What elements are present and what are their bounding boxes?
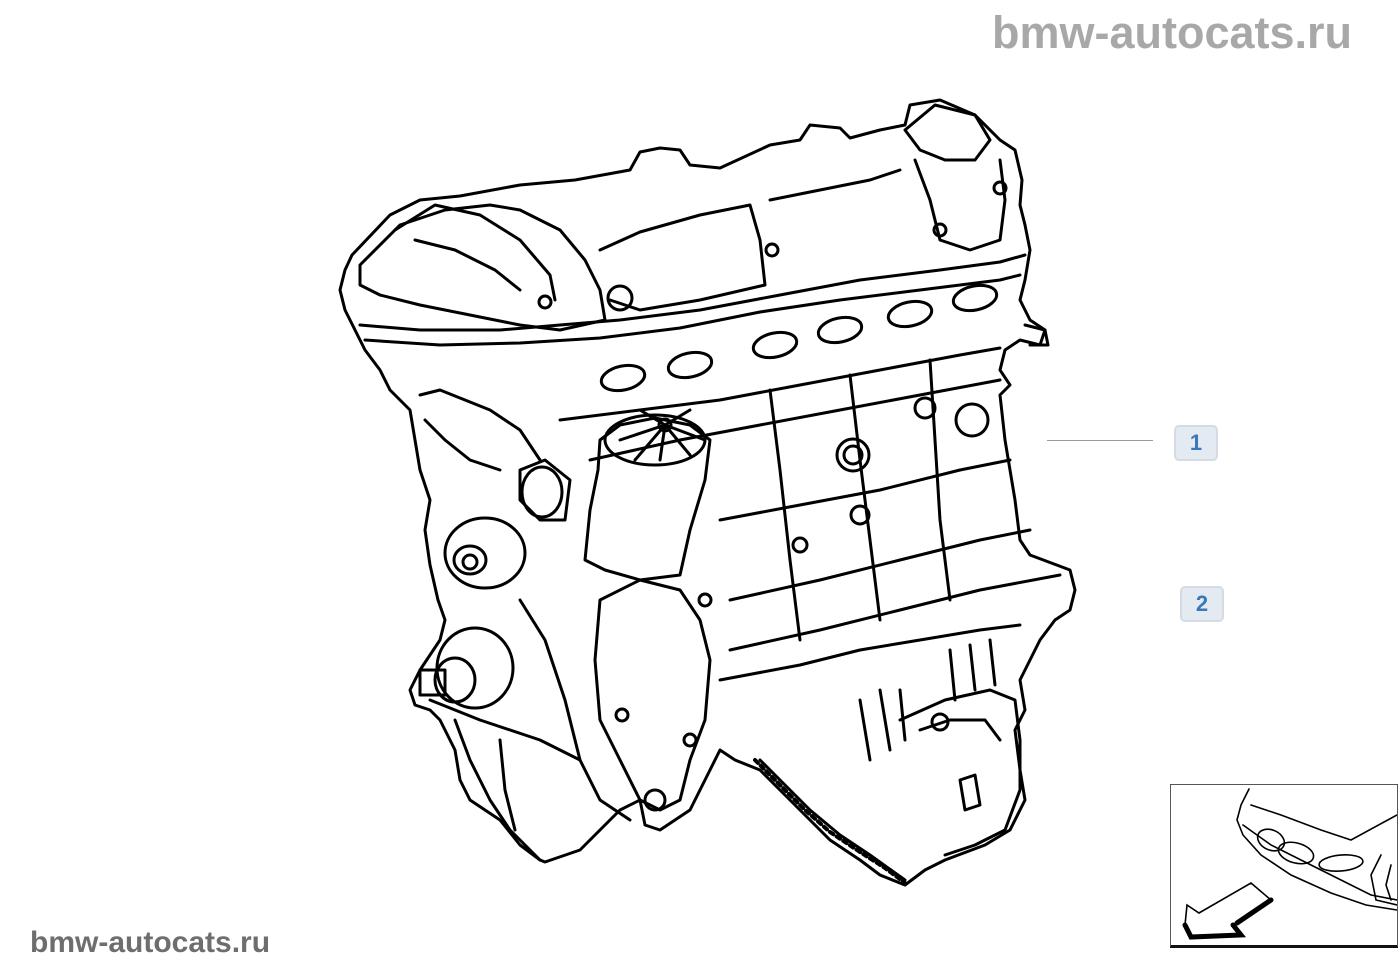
watermark-bottom: bmw-autocats.ru bbox=[30, 926, 271, 959]
watermark-top: bmw-autocats.ru bbox=[992, 7, 1353, 58]
engine-illustration bbox=[338, 98, 1077, 887]
navigation-thumbnail[interactable] bbox=[1170, 784, 1398, 948]
callout-badge-2-label: 2 bbox=[1195, 591, 1209, 616]
car-front-with-arrow-icon bbox=[1182, 788, 1398, 940]
callout-1-leader-line bbox=[1047, 440, 1153, 441]
callout-badge-1-label: 1 bbox=[1189, 430, 1203, 455]
callout-badge-1[interactable]: 1 bbox=[1174, 425, 1218, 461]
callout-badge-2[interactable]: 2 bbox=[1180, 586, 1224, 622]
